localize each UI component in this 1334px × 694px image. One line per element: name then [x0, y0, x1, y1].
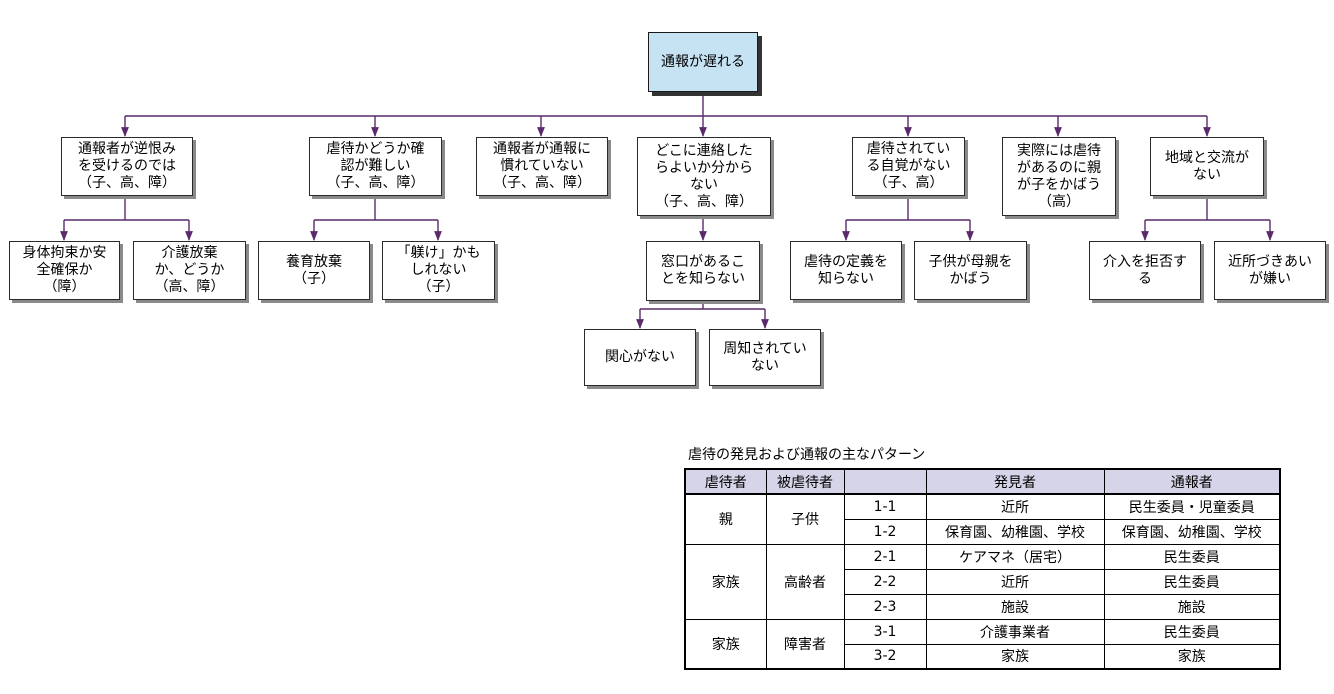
cell-finder: 近所 [925, 568, 1105, 595]
cell-code: 2-3 [843, 593, 927, 620]
node-parent-protects-child: 実際には虐待 があるのに親 が子をかばう （高） [1002, 137, 1116, 216]
cell-code: 3-1 [843, 618, 927, 645]
cell-code: 2-1 [843, 543, 927, 570]
cell-code: 1-1 [843, 493, 927, 520]
table-caption: 虐待の発見および通報の主なパターン [688, 447, 926, 463]
cell-code: 1-2 [843, 518, 927, 545]
node-discipline: 「躾け」かも しれない （子） [382, 241, 495, 300]
node-no-self-awareness: 虐待されてい る自覚がない （子、高） [852, 137, 965, 196]
root-node: 通報が遅れる [648, 32, 758, 92]
cell-reporter: 民生委員・児童委員 [1103, 493, 1281, 520]
cell-code: 3-2 [843, 643, 927, 670]
cell-abuser: 家族 [684, 618, 767, 670]
header-victim: 被虐待者 [765, 468, 845, 495]
cell-finder: 家族 [925, 643, 1105, 670]
node-retaliation-fear: 通報者が逆恨み を受けるのでは （子、高、障） [61, 137, 193, 196]
pattern-table: 虐待者 被虐待者 発見者 通報者 親 子供 1-1 近所 民生委員・児童委員 1… [684, 468, 1281, 670]
node-refuse-intervention: 介入を拒否す る [1089, 241, 1201, 300]
table-row: 3-2 家族 家族 [685, 643, 1281, 670]
table-row: 1-2 保育園、幼稚園、学校 保育園、幼稚園、学校 [685, 518, 1281, 545]
table-row: 家族 障害者 3-1 介護事業者 民生委員 [684, 618, 1281, 670]
node-child-neglect: 養育放棄 （子） [258, 241, 370, 300]
cell-victim: 高齢者 [765, 543, 845, 620]
table-row: 2-2 近所 民生委員 [685, 568, 1281, 595]
cell-finder: 保育園、幼稚園、学校 [925, 518, 1105, 545]
node-child-protects-mother: 子供が母親を かばう [914, 241, 1027, 300]
node-hard-to-confirm: 虐待かどうか確 認が難しい （子、高、障） [309, 137, 442, 196]
cell-finder: 近所 [925, 493, 1105, 520]
node-neglect-or-not: 介護放棄 か、どうか （高、障） [133, 241, 246, 300]
cell-reporter: 民生委員 [1103, 618, 1281, 645]
node-unknown-contact: どこに連絡した らよいか分から ない （子、高、障） [637, 137, 771, 216]
cell-abuser: 家族 [684, 543, 767, 620]
cell-finder: 施設 [925, 593, 1105, 620]
node-unfamiliar-reporting: 通報者が通報に 慣れていない （子、高、障） [476, 137, 608, 196]
header-code [843, 468, 927, 495]
header-finder: 発見者 [925, 468, 1105, 495]
cell-victim: 障害者 [765, 618, 845, 670]
table-row: 2-3 施設 施設 [685, 593, 1281, 620]
cell-reporter: 民生委員 [1103, 543, 1281, 570]
node-definition-unknown: 虐待の定義を 知らない [790, 241, 902, 300]
node-restraint-or-safety: 身体拘束か安 全確保か （障） [9, 241, 120, 300]
cell-reporter: 施設 [1103, 593, 1281, 620]
cell-reporter: 保育園、幼稚園、学校 [1103, 518, 1281, 545]
cell-reporter: 民生委員 [1103, 568, 1281, 595]
cell-victim: 子供 [765, 493, 845, 545]
table-row: 親 子供 1-1 近所 民生委員・児童委員 [684, 493, 1281, 545]
cell-finder: 介護事業者 [925, 618, 1105, 645]
cell-finder: ケアマネ（居宅） [925, 543, 1105, 570]
node-no-interest: 関心がない [584, 329, 696, 386]
cell-abuser: 親 [684, 493, 767, 545]
header-abuser: 虐待者 [684, 468, 767, 495]
table-row: 家族 高齢者 2-1 ケアマネ（居宅） 民生委員 [684, 543, 1281, 620]
cell-reporter: 家族 [1103, 643, 1281, 670]
node-dislike-neighbors: 近所づきあい が嫌い [1214, 241, 1326, 300]
header-reporter: 通報者 [1103, 468, 1281, 495]
node-no-community-ties: 地域と交流が ない [1150, 137, 1264, 196]
node-unaware-of-window: 窓口があるこ とを知らない [646, 241, 760, 301]
table-header-row: 虐待者 被虐待者 発見者 通報者 [684, 468, 1281, 495]
node-not-publicized: 周知されてい ない [709, 329, 821, 386]
cell-code: 2-2 [843, 568, 927, 595]
